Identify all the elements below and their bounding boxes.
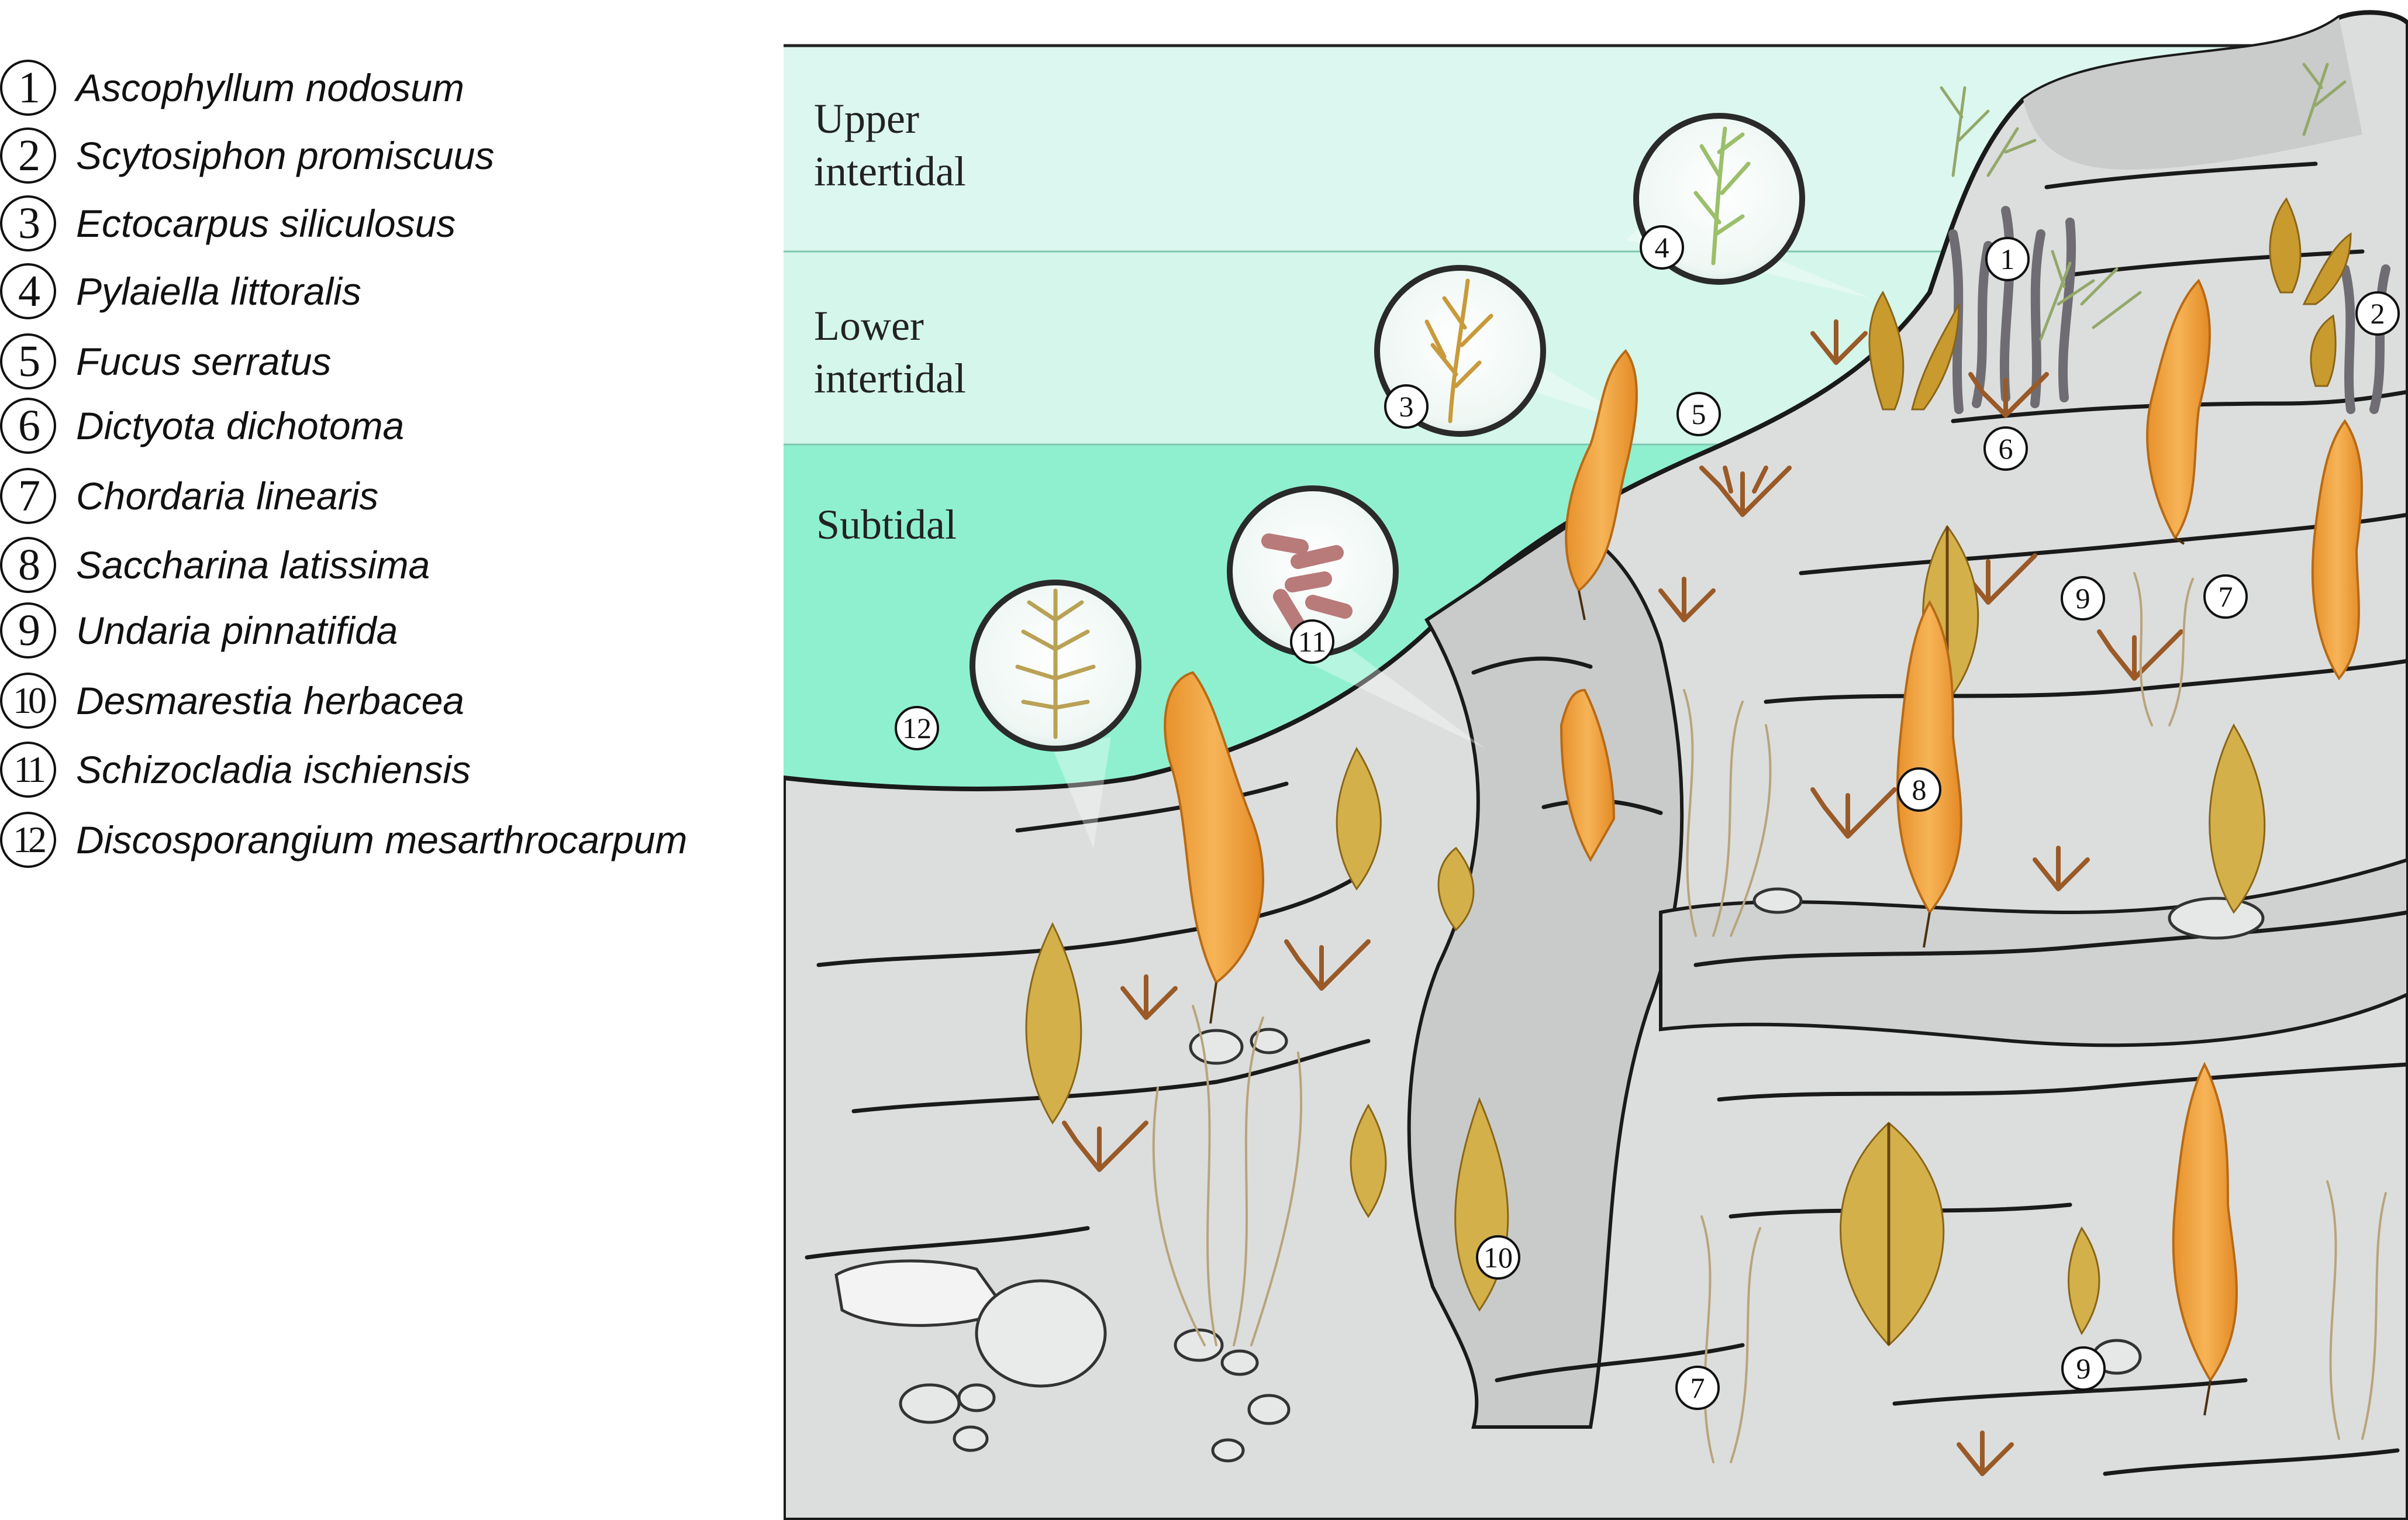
legend-species-name: Ascophyllum nodosum [76, 66, 464, 109]
legend-species-name: Saccharina latissima [76, 543, 430, 587]
callout-5: 5 [1692, 398, 1706, 430]
legend-number: 2 [0, 127, 56, 184]
callout-3: 3 [1399, 390, 1414, 423]
scene-illustration: 12 11 3 4 5 1 2 6 9 7 8 10 7 [784, 10, 2408, 1520]
legend-species-name: Desmarestia herbacea [76, 679, 464, 722]
legend-species-name: Schizocladia ischiensis [76, 748, 471, 791]
legend-number: 10 [0, 673, 56, 729]
zone-label-lower-intertidal: Lower intertidal [814, 299, 966, 405]
callout-9: 9 [2076, 582, 2090, 615]
legend-number: 6 [0, 398, 56, 454]
callout-4: 4 [1655, 231, 1669, 264]
rock-upper-shadow [2023, 18, 2362, 170]
kelp-stipes [1209, 537, 2212, 1416]
saccharina-plants [1164, 278, 2363, 1383]
legend-number: 1 [0, 60, 56, 116]
legend-item: 9 Undaria pinnatifida [0, 598, 398, 663]
magnifier-11 [1227, 485, 1399, 657]
legend-item: 3 Ectocarpus siliculosus [0, 191, 456, 256]
legend-item: 1 Ascophyllum nodosum [0, 56, 464, 120]
callout-9: 9 [2076, 1352, 2091, 1385]
legend-item: 5 Fucus serratus [0, 329, 331, 394]
rock-strata [805, 161, 2408, 1476]
legend-number: 3 [0, 195, 56, 251]
callout-7: 7 [2219, 580, 2233, 613]
callout-6: 6 [1999, 432, 2013, 465]
legend-species-name: Dictyota dichotoma [76, 404, 405, 447]
legend-item: 11 Schizocladia ischiensis [0, 737, 471, 802]
zone-label-subtidal: Subtidal [816, 501, 957, 548]
legend-species-name: Fucus serratus [76, 340, 332, 383]
zone-label-line: intertidal [814, 355, 966, 402]
zone-label-line: Upper [814, 95, 919, 142]
callout-8: 8 [1912, 773, 1927, 806]
legend-number: 9 [0, 602, 56, 659]
legend-species-name: Discosporangium mesarthrocarpum [76, 818, 688, 861]
zone-label-line: Lower [814, 302, 924, 349]
legend-item: 4 Pylaiella littoralis [0, 259, 361, 323]
legend-species-name: Undaria pinnatifida [76, 609, 398, 652]
callout-markers: 12 11 3 4 5 1 2 6 9 7 8 10 7 [895, 225, 2400, 1410]
callout-10: 10 [1484, 1241, 1513, 1274]
callout-1: 1 [2000, 243, 2015, 275]
legend-item: 7 Chordaria linearis [0, 464, 378, 528]
legend-item: 10 Desmarestia herbacea [0, 668, 464, 733]
callout-2: 2 [2371, 297, 2385, 330]
zone-label-upper-intertidal: Upper intertidal [814, 92, 966, 198]
pebbles [834, 887, 2265, 1463]
intertidal-scene: 12 11 3 4 5 1 2 6 9 7 8 10 7 [784, 0, 2408, 1520]
fucus-plants [1868, 197, 2352, 411]
legend-number: 12 [0, 812, 56, 868]
legend-number: 11 [0, 742, 56, 798]
legend-species-name: Scytosiphon promiscuus [76, 134, 495, 177]
legend-item: 8 Saccharina latissima [0, 533, 430, 597]
legend-number: 5 [0, 333, 56, 390]
legend-species-name: Pylaiella littoralis [76, 270, 361, 313]
chordaria-plants [1152, 572, 2387, 1463]
legend-species-name: Ectocarpus siliculosus [76, 202, 456, 245]
pylaiella-tufts [1940, 63, 2347, 341]
legend-species-name: Chordaria linearis [76, 474, 379, 518]
legend-item: 2 Scytosiphon promiscuus [0, 123, 494, 188]
legend-item: 6 Dictyota dichotoma [0, 394, 404, 458]
legend-number: 4 [0, 263, 56, 319]
legend-number: 7 [0, 468, 56, 524]
callout-7: 7 [1691, 1371, 1705, 1404]
legend-item: 12 Discosporangium mesarthrocarpum [0, 808, 687, 872]
zone-label-line: intertidal [814, 148, 966, 195]
callout-11: 11 [1298, 625, 1326, 658]
magnifier-12 [970, 580, 1141, 752]
legend-number: 8 [0, 537, 56, 593]
dictyota-plants [1062, 319, 2183, 1476]
callout-12: 12 [902, 712, 932, 745]
